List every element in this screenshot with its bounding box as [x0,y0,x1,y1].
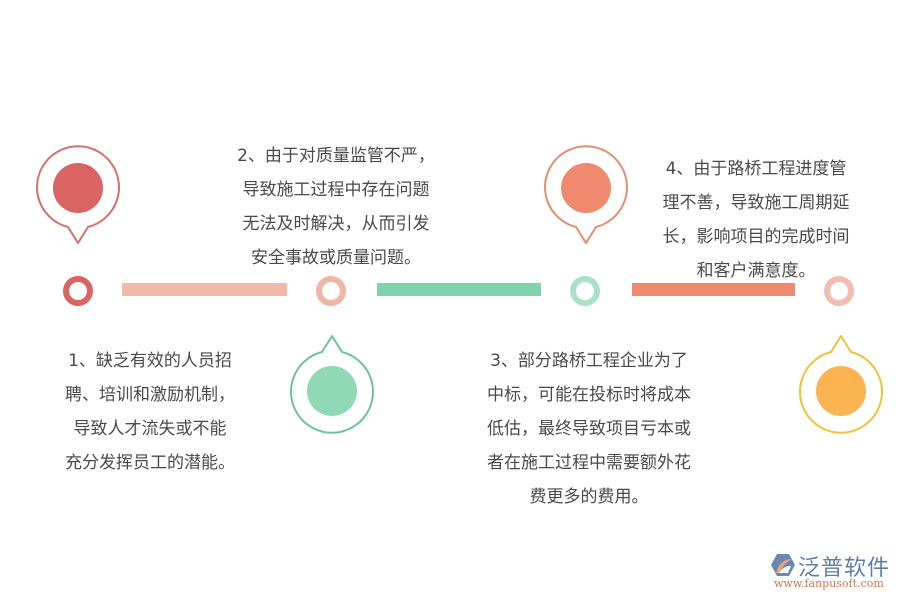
timeline-node-2 [316,276,346,306]
map-pin-icon-3 [544,145,628,244]
step-4-line-2: 理不善，导致施工周期延 [662,193,850,213]
step-4-line-3: 长，影响项目的完成时间 [662,227,850,247]
map-pin-icon-1 [36,145,120,244]
step-2-line-2: 导致施工过程中存在问题 [242,180,430,200]
step-1-line-1: 1、缺乏有效的人员招 [68,351,232,371]
step-3-line-1: 3、部分路桥工程企业为了 [490,351,688,371]
step-1-text: 1、缺乏有效的人员招 聘、培训和激励机制， 导致人才流失或不能 充分发挥员工的潜… [50,344,250,480]
step-1-line-2: 聘、培训和激励机制， [65,385,235,405]
step-3-line-2: 中标，可能在投标时将成本 [487,385,691,405]
step-3-line-5: 费更多的费用。 [529,487,649,507]
logo-name: 泛普软件 [798,556,891,581]
step-4-text: 4、由于路桥工程进度管 理不善，导致施工周期延 长，影响项目的完成时间 和客户满… [640,152,872,288]
step-4-line-1: 4、由于路桥工程进度管 [665,159,847,179]
step-2-text: 2、由于对质量监管不严， 导致施工过程中存在问题 无法及时解决，从而引发 安全事… [218,139,454,275]
map-pin-icon-2 [290,335,374,434]
step-4-line-4: 和客户满意度。 [696,261,816,281]
step-2-line-3: 无法及时解决，从而引发 [242,214,430,234]
step-3-line-4: 者在施工过程中需要额外花 [487,453,691,473]
timeline-bar-1 [122,283,287,296]
timeline-node-1 [63,276,93,306]
step-1-line-4: 充分发挥员工的潜能。 [65,453,235,473]
step-2-line-1: 2、由于对质量监管不严， [237,146,435,166]
fanpu-logo-icon [771,554,795,576]
step-1-line-3: 导致人才流失或不能 [73,419,227,439]
logo-url: www.fanpusoft.com [774,577,884,590]
step-3-line-3: 低估，最终导致项目亏本或 [487,419,691,439]
timeline-node-4 [824,276,854,306]
timeline-bar-3 [632,283,795,296]
timeline-bar-2 [377,283,541,296]
step-2-line-4: 安全事故或质量问题。 [251,248,421,268]
timeline-node-3 [570,276,600,306]
step-3-text: 3、部分路桥工程企业为了 中标，可能在投标时将成本 低估，最终导致项目亏本或 者… [466,344,712,514]
brand-logo: 泛普软件 www.fanpusoft.com [768,550,893,595]
map-pin-icon-4 [799,335,883,434]
